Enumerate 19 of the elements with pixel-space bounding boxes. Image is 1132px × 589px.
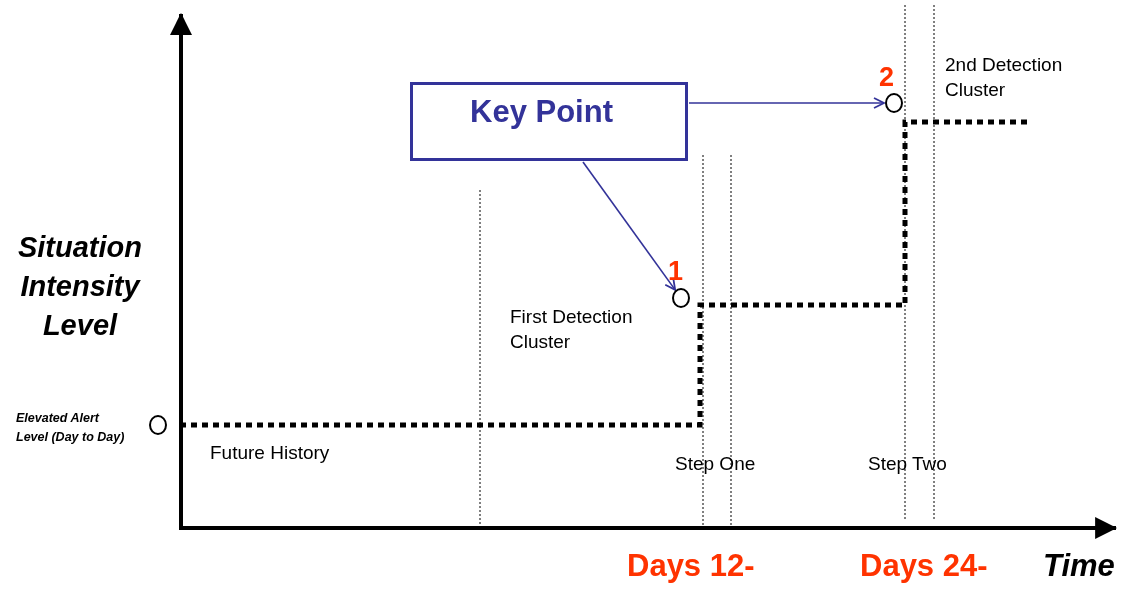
step-label: Step Two xyxy=(868,452,948,476)
point-marker xyxy=(149,415,167,435)
step-label: Step One xyxy=(675,452,757,476)
axis-title: Situation Intensity Level xyxy=(16,230,143,343)
tick-label: Days 12- xyxy=(627,547,756,585)
callout-box xyxy=(410,82,688,161)
cluster-label: 2nd Detection Cluster xyxy=(945,53,1064,102)
tick-label: Days 24- xyxy=(860,547,989,585)
point-number: 1 xyxy=(668,256,685,286)
point-marker xyxy=(672,288,690,308)
cluster-label: First Detection Cluster xyxy=(510,305,634,354)
point-number: 2 xyxy=(879,62,896,92)
axis-title: Time xyxy=(1043,547,1116,585)
arrow xyxy=(688,97,885,109)
point-marker xyxy=(885,93,903,113)
callout-text: Key Point xyxy=(470,95,614,128)
arrow xyxy=(582,161,677,291)
level-label: Elevated Alert Level (Day to Day) xyxy=(16,410,126,446)
phase-label: Future History xyxy=(210,441,331,465)
